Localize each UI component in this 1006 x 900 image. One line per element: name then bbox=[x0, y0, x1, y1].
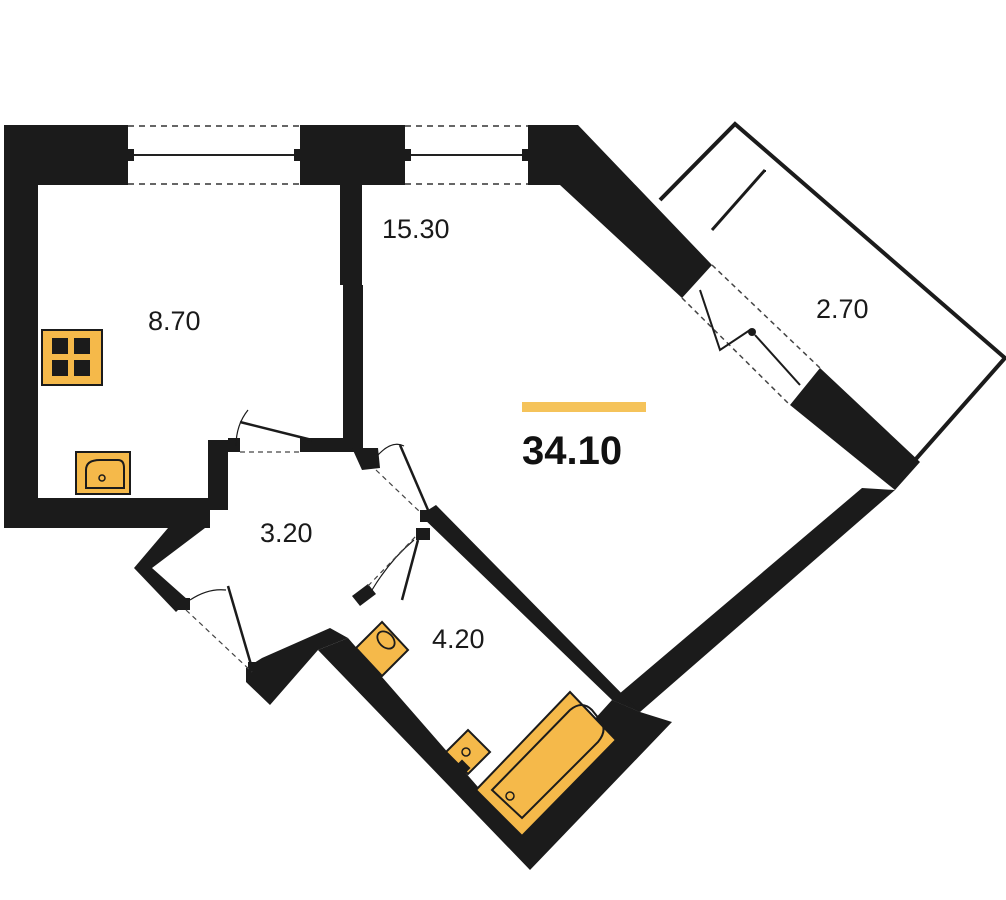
wall-door-jamb-1 bbox=[228, 438, 240, 452]
door-kitchen bbox=[235, 409, 313, 453]
balcony-door bbox=[699, 289, 751, 352]
room-area-kitchen: 8.70 bbox=[148, 306, 201, 336]
stove-icon bbox=[41, 329, 103, 386]
windows bbox=[128, 125, 528, 185]
wall-kitchen-living-partition bbox=[340, 185, 362, 285]
total-area-accent-bar bbox=[522, 402, 646, 412]
wall-door-jamb-2 bbox=[420, 510, 434, 522]
wall-hallway-bottom bbox=[246, 628, 348, 705]
window-kitchen bbox=[128, 125, 300, 185]
wall-kitchen-left bbox=[4, 125, 210, 528]
door-living-room bbox=[375, 443, 430, 513]
doors bbox=[185, 409, 430, 673]
room-area-bathroom: 4.20 bbox=[432, 624, 485, 654]
wall-hallway-left bbox=[134, 528, 205, 612]
room-area-hallway: 3.20 bbox=[260, 518, 313, 548]
toilet-icon bbox=[444, 728, 492, 777]
total-area: 34.10 bbox=[522, 429, 622, 473]
wall-kitchen-living-lower bbox=[343, 285, 363, 450]
wall-right-diagonal bbox=[612, 488, 895, 712]
wall-top-right-diagonal bbox=[528, 125, 712, 298]
wall-hallway-top-jamb bbox=[300, 438, 362, 452]
wall-top-middle bbox=[300, 125, 405, 185]
bathtub-icon bbox=[474, 690, 618, 838]
wall-bathroom-door-jamb bbox=[352, 584, 376, 606]
door-entrance bbox=[185, 585, 254, 673]
walls bbox=[4, 125, 920, 870]
wall-bathroom-inner bbox=[420, 505, 640, 712]
balcony-outline bbox=[658, 121, 1006, 462]
wall-hallway-right-jamb bbox=[352, 448, 380, 470]
window-living-room bbox=[405, 125, 528, 185]
wall-bottom bbox=[318, 638, 672, 870]
room-area-living-room: 15.30 bbox=[382, 214, 450, 244]
door-bathroom bbox=[367, 535, 420, 601]
room-area-balcony: 2.70 bbox=[816, 294, 869, 324]
wall-door-jamb-3 bbox=[416, 528, 430, 540]
wall-door-jamb-4 bbox=[176, 598, 190, 610]
balcony bbox=[658, 121, 1006, 462]
wall-hallway-top bbox=[208, 440, 236, 510]
wall-balcony-lower bbox=[790, 368, 920, 490]
wash-basin-icon bbox=[345, 620, 410, 678]
kitchen-sink-icon bbox=[75, 451, 131, 495]
